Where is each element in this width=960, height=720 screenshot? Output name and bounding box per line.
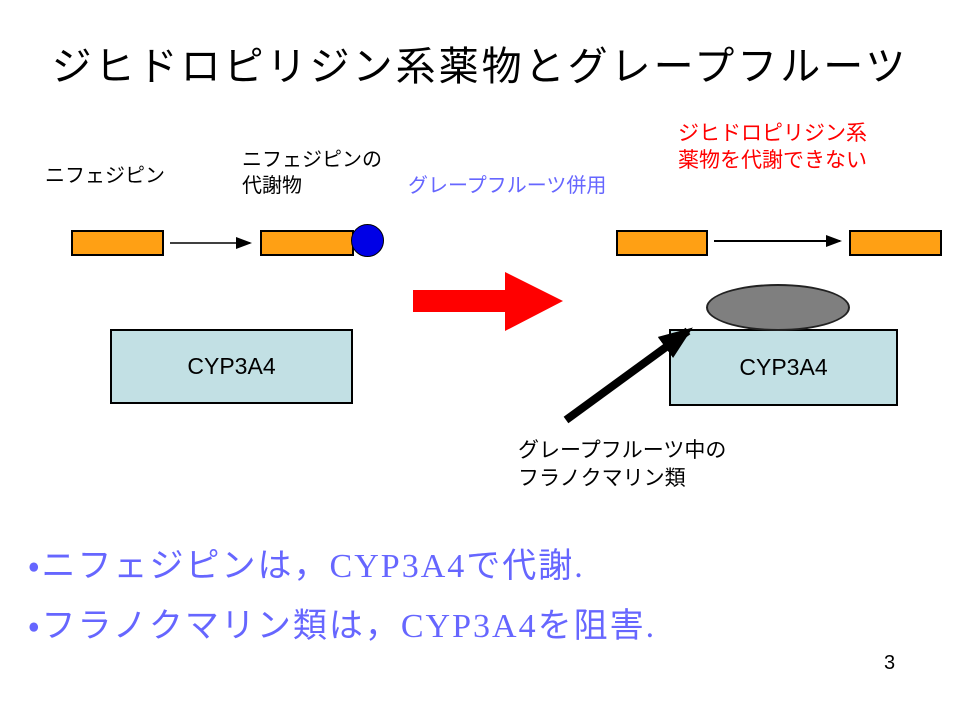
- metabolite-rect-left: [260, 230, 354, 256]
- slide-title: ジヒドロピリジン系薬物とグレープフルーツ: [51, 45, 909, 89]
- bullet-furanocoumarin-inhibition: ・フラノクマリン類は，CYP3A4を阻害.: [28, 608, 657, 645]
- label-warning: ジヒドロピリジン系 薬物を代謝できない: [678, 120, 867, 174]
- label-warning-line2: 薬物を代謝できない: [678, 149, 867, 172]
- inhibitor-ellipse: [706, 284, 850, 331]
- drug-rect-left: [71, 230, 164, 256]
- enzyme-right-label: CYP3A4: [739, 354, 828, 380]
- label-metabolite-line2: 代謝物: [242, 175, 302, 197]
- page-number: 3: [884, 652, 896, 674]
- metabolite-rect-right: [849, 230, 942, 256]
- label-nifedipine-text: ニフェジピン: [45, 165, 165, 187]
- caption-inhibitor-line1: グレープフルーツ中の: [518, 439, 727, 462]
- label-warning-line1: ジヒドロピリジン系: [678, 122, 867, 145]
- enzyme-left-label: CYP3A4: [187, 353, 276, 379]
- label-grapefruit-combination: グレープフルーツ併用: [408, 173, 606, 199]
- drug-rect-right: [616, 230, 708, 256]
- caption-inhibitor: グレープフルーツ中の フラノクマリン類: [518, 437, 726, 493]
- caption-inhibitor-line2: フラノクマリン類: [518, 467, 686, 490]
- bullet-nifedipine-metabolism: ・ニフェジピンは，CYP3A4で代謝.: [28, 548, 585, 585]
- label-metabolite: ニフェジピンの 代謝物: [242, 147, 382, 199]
- metabolite-dot: [351, 224, 384, 257]
- enzyme-box-left: CYP3A4: [110, 329, 353, 404]
- red-transition-arrow: [413, 272, 563, 331]
- enzyme-box-right: CYP3A4: [669, 329, 898, 406]
- label-metabolite-line1: ニフェジピンの: [242, 149, 382, 171]
- label-nifedipine: ニフェジピン: [45, 163, 165, 189]
- label-grapefruit-combination-text: グレープフルーツ併用: [408, 175, 607, 197]
